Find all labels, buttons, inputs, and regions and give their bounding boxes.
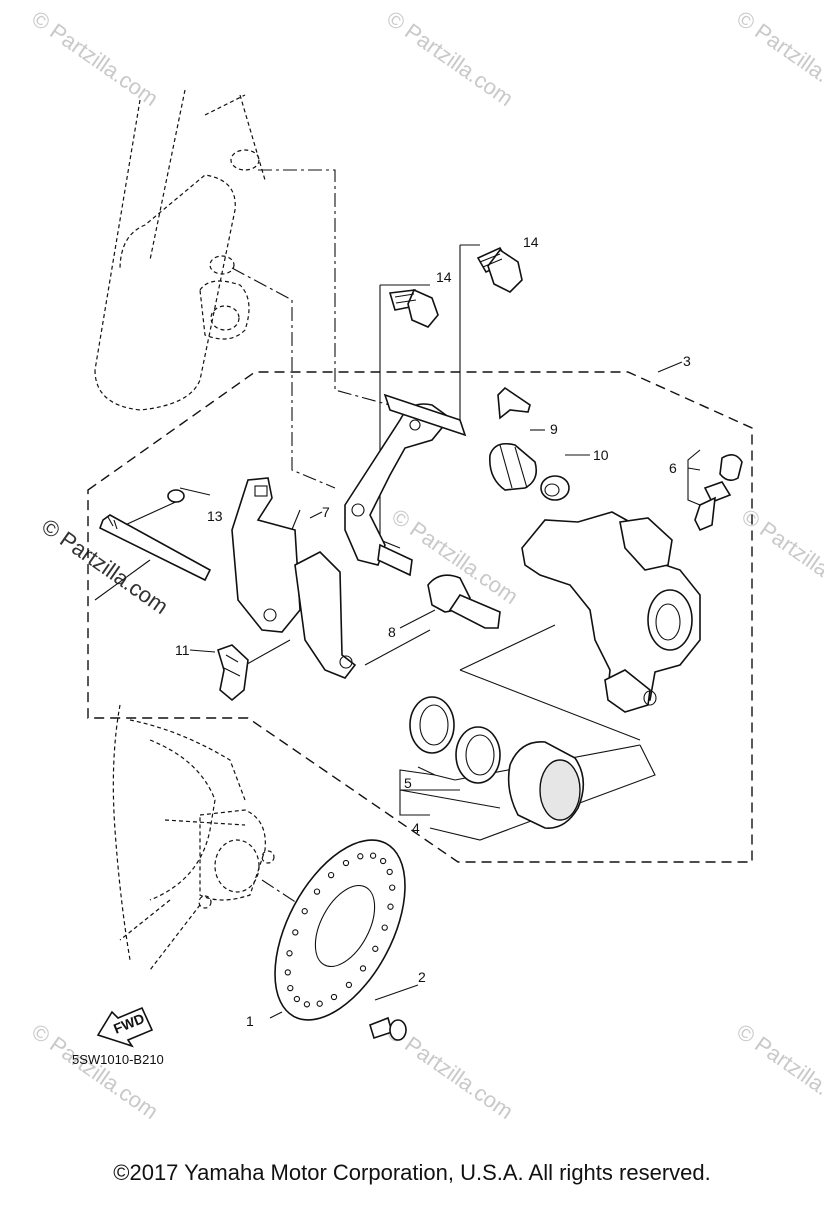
callout-5: 5	[404, 775, 412, 791]
pin-13	[98, 489, 212, 582]
wheel-hub	[112, 704, 275, 971]
copyright-notice: ©2017 Yamaha Motor Corporation, U.S.A. A…	[113, 1160, 711, 1185]
piston-seal-5b	[455, 726, 501, 784]
callout-14-lower: 14	[436, 269, 452, 285]
disc-vent-hole	[387, 903, 394, 910]
callout-10: 10	[593, 447, 609, 463]
disc-vent-hole	[357, 853, 364, 860]
watermark-top-center: © Partzilla.com	[382, 6, 518, 112]
piston-4	[507, 741, 585, 829]
disc-vent-hole	[372, 945, 379, 952]
disc-vent-hole	[303, 1001, 311, 1008]
callout-13: 13	[207, 508, 223, 524]
pad-spring-11	[217, 644, 249, 702]
disc-vent-hole	[379, 857, 387, 865]
disc-vent-hole	[381, 924, 388, 931]
callout-14-upper: 14	[523, 234, 539, 250]
disc-vent-hole	[359, 965, 367, 972]
front-fork-leg	[94, 89, 266, 411]
diagram-code: 5SW1010-B210	[72, 1052, 164, 1067]
disc-vent-hole	[293, 995, 301, 1003]
piston-seal-5a	[409, 696, 455, 754]
disc-vent-hole	[301, 908, 308, 915]
disc-vent-hole	[386, 868, 393, 876]
bleed-screw-6	[694, 454, 743, 532]
watermark-top-left: © Partzilla.com	[27, 6, 163, 112]
brake-pad-outer	[294, 551, 357, 679]
watermark-top-right: © Partzilla.com	[732, 6, 824, 112]
guide-pin-8	[427, 574, 501, 629]
disc-vent-hole	[330, 993, 338, 1001]
watermark-mid-right: © Partzilla.com	[737, 504, 824, 610]
disc-vent-hole	[369, 852, 377, 859]
callout-8: 8	[388, 624, 396, 640]
callout-1: 1	[246, 1013, 254, 1029]
bolt-14-lower	[388, 288, 439, 328]
fwd-arrow-icon: FWD	[96, 1006, 154, 1048]
disc-bolt-2	[369, 1016, 407, 1041]
boot-10	[540, 475, 570, 501]
disc-vent-hole	[342, 859, 350, 867]
brake-disc-1	[274, 839, 406, 1021]
callout-3: 3	[683, 353, 691, 369]
callout-4: 4	[412, 820, 420, 836]
watermarks: © Partzilla.com © Partzilla.com © Partzi…	[27, 6, 824, 1125]
disc-vent-holes	[284, 852, 396, 1008]
callout-6: 6	[669, 460, 677, 476]
callout-9: 9	[550, 421, 558, 437]
caliper-body	[521, 511, 701, 713]
disc-vent-hole	[389, 884, 396, 891]
disc-vent-hole	[345, 981, 353, 989]
callout-7: 7	[322, 504, 330, 520]
pad-clip-upper	[497, 386, 531, 420]
caliper-assembly-boundary	[87, 371, 753, 863]
caliper-bracket	[344, 393, 467, 577]
callout-2: 2	[418, 969, 426, 985]
boot-9	[488, 442, 538, 491]
callout-labels: 14 14 3 9 10 6 7 13 8 11 5 4 2 1	[175, 234, 691, 1029]
disc-vent-hole	[313, 888, 321, 895]
brake-pad-inner	[231, 477, 301, 633]
disc-vent-hole	[286, 950, 293, 957]
disc-vent-hole	[284, 969, 291, 976]
watermark-bottom-right: © Partzilla.com	[732, 1019, 824, 1125]
disc-vent-hole	[327, 871, 335, 879]
disc-vent-hole	[287, 984, 294, 992]
bolt-14-upper	[476, 246, 523, 293]
disc-vent-hole	[292, 929, 299, 936]
callout-11: 11	[175, 642, 190, 658]
disc-vent-hole	[316, 1000, 323, 1007]
